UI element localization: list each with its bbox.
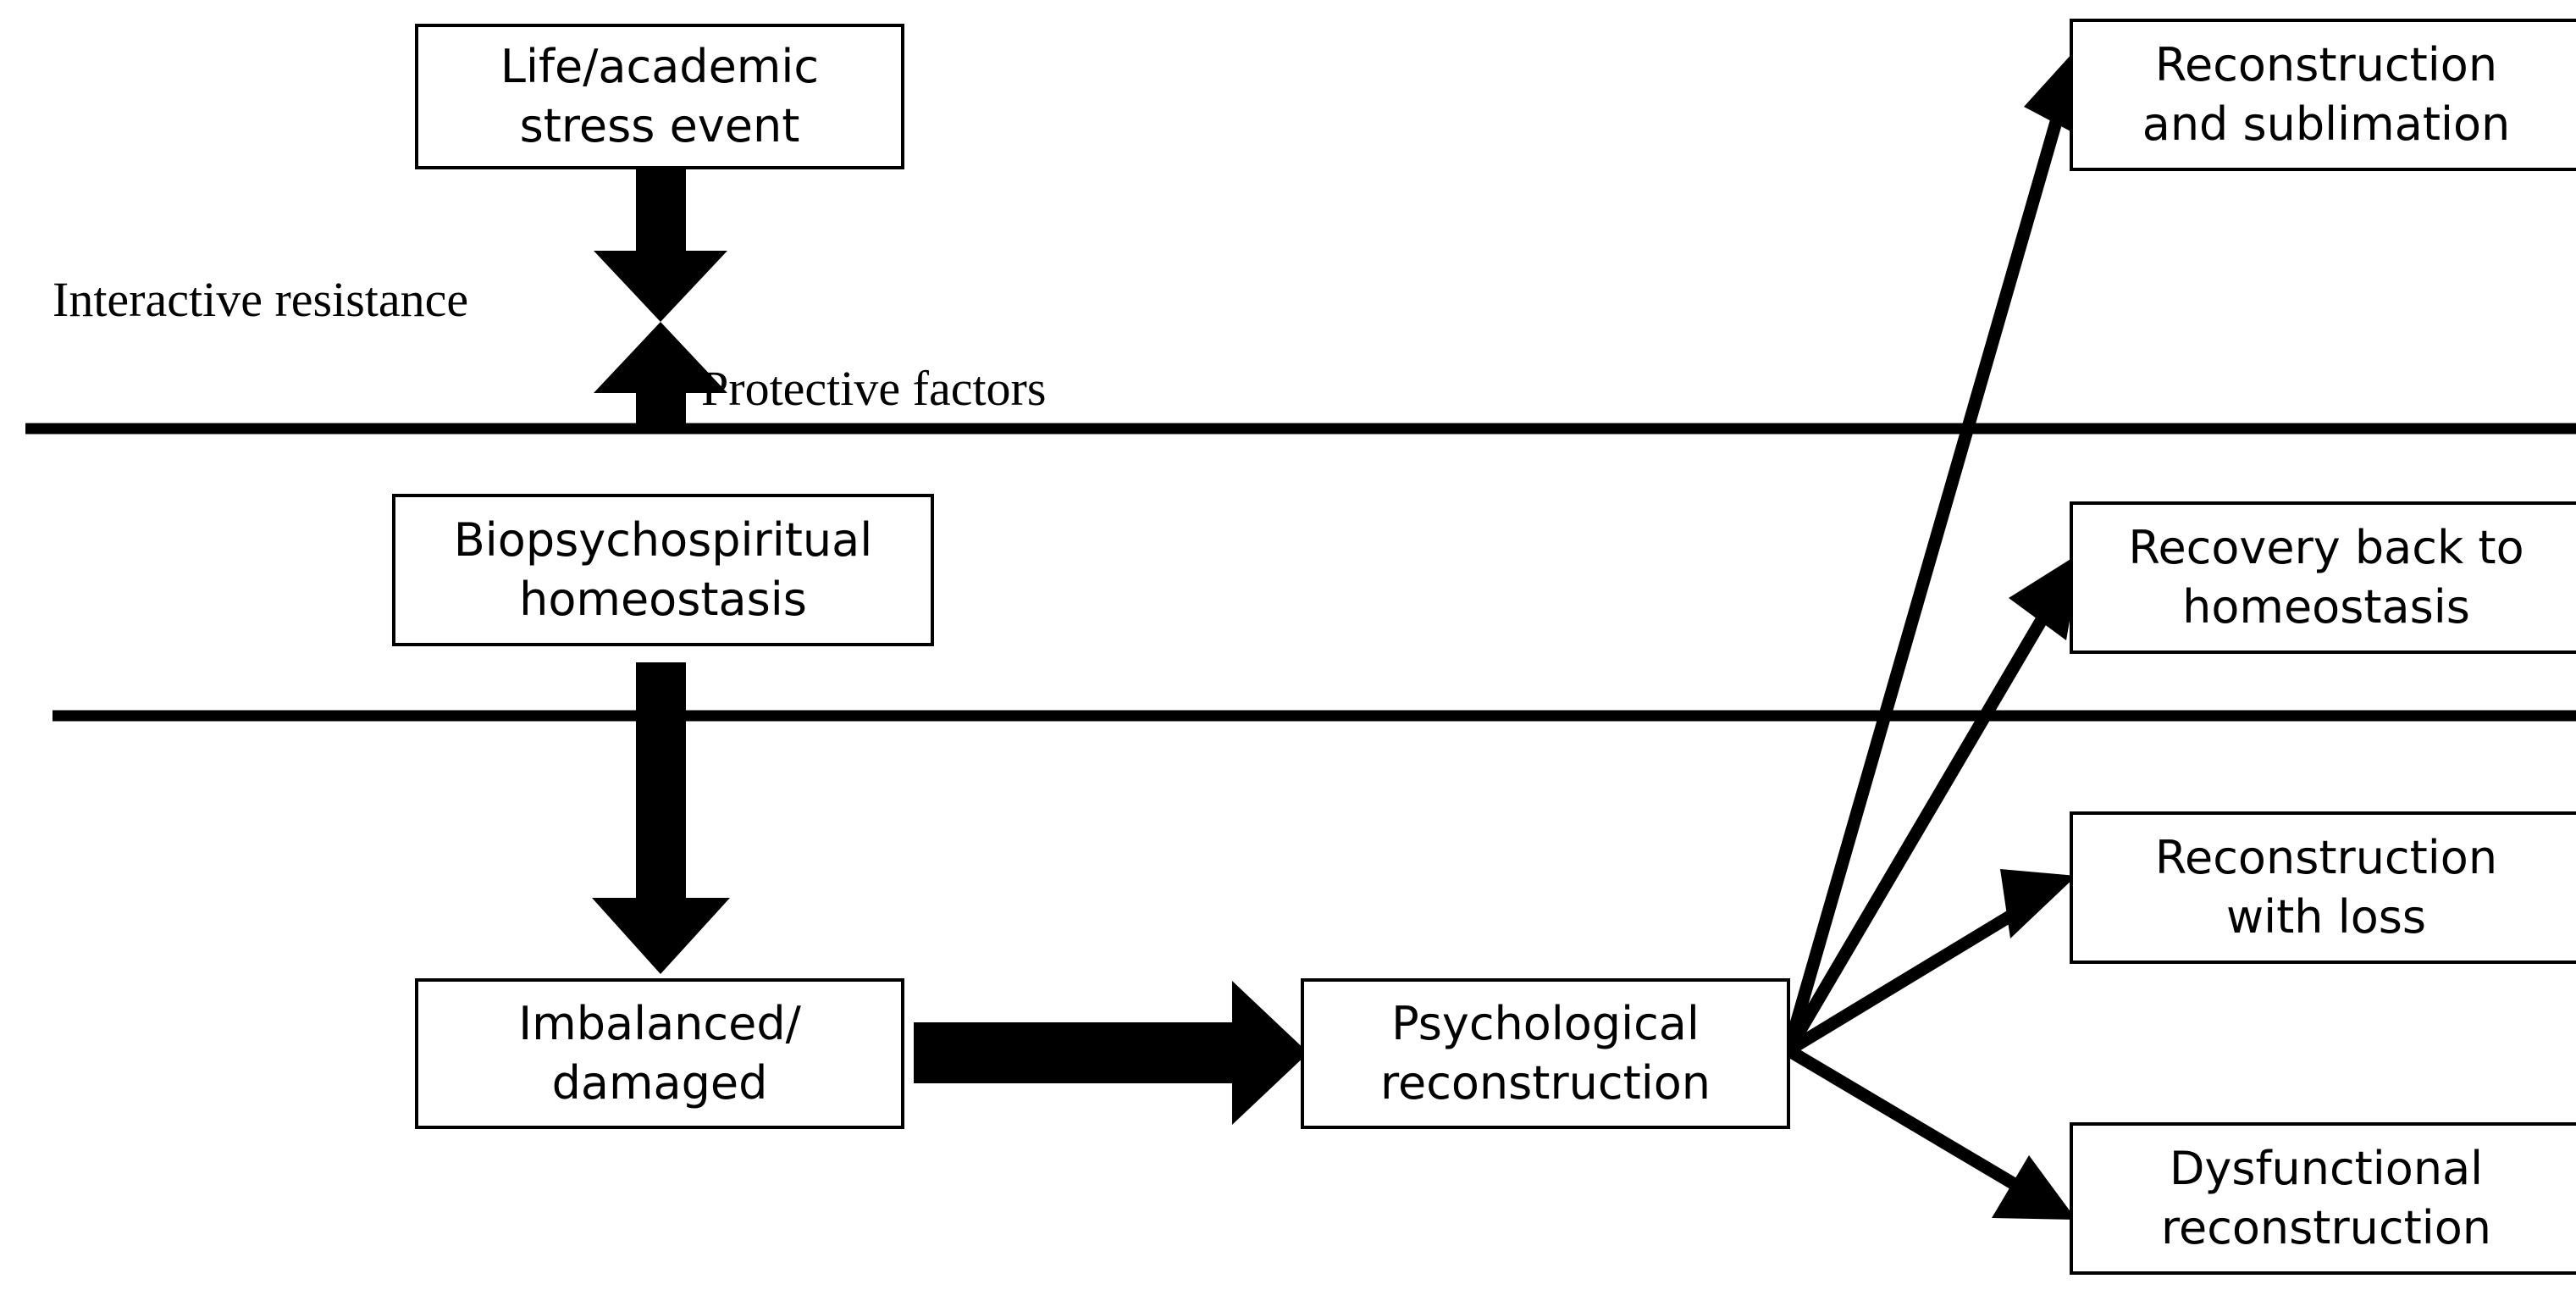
box-psychological-reconstruction[interactable]: Psychological reconstruction (1301, 978, 1790, 1129)
reconstruction-to-loss-arrow (1785, 903, 2026, 1056)
box-line-2: and sublimation (2142, 97, 2511, 151)
box-line-2: damaged (551, 1056, 768, 1110)
label-interactive-resistance: Interactive resistance (53, 272, 469, 327)
reconstruction-to-recovery-arrow (1783, 615, 2048, 1054)
box-line-1: Psychological (1391, 996, 1700, 1050)
box-line-1: Imbalanced/ (518, 996, 801, 1050)
box-line-1: Biopsychospiritual (453, 512, 873, 567)
box-line-1: Dysfunctional (2169, 1141, 2484, 1195)
reconstruction-fanout-arrows (1782, 53, 2088, 1220)
box-line-2: with loss (2225, 890, 2427, 944)
reconstruction-to-dysfunctional-arrowhead (1992, 1155, 2076, 1220)
imbalanced-to-reconstruction-arrow (914, 981, 1308, 1125)
box-line-1: Reconstruction (2154, 37, 2498, 91)
box-biopsychospiritual-homeostasis[interactable]: Biopsychospiritual homeostasis (392, 494, 934, 646)
box-line-2: homeostasis (2182, 580, 2470, 634)
box-line-1: Recovery back to (2128, 520, 2524, 574)
box-line-2: reconstruction (1379, 1056, 1711, 1110)
box-line-2: homeostasis (519, 573, 807, 626)
box-line-2: stress event (519, 99, 800, 152)
reconstruction-to-loss-arrowhead (2000, 869, 2076, 938)
stress-to-barrier-arrow (594, 169, 727, 434)
reconstruction-to-sublimation-arrow (1782, 108, 2066, 1053)
label-protective-factors: Protective factors (701, 361, 1047, 416)
box-reconstruction-with-loss[interactable]: Reconstruction with loss (2070, 811, 2576, 964)
reconstruction-to-dysfunctional-arrow (1785, 1044, 2020, 1192)
reconstruction-to-recovery-arrowhead (2009, 552, 2081, 640)
box-recovery-back-to-homeostasis[interactable]: Recovery back to homeostasis (2070, 501, 2576, 654)
box-dysfunctional-reconstruction[interactable]: Dysfunctional reconstruction (2070, 1122, 2576, 1275)
box-line-2: reconstruction (2160, 1201, 2492, 1254)
box-imbalanced-damaged[interactable]: Imbalanced/ damaged (415, 978, 904, 1129)
homeostasis-to-imbalanced-arrow (592, 662, 730, 974)
box-line-1: Life/academic (500, 39, 820, 93)
box-line-1: Reconstruction (2154, 830, 2498, 884)
box-reconstruction-and-sublimation[interactable]: Reconstruction and sublimation (2070, 19, 2576, 171)
box-life-academic-stress-event[interactable]: Life/academic stress event (415, 24, 904, 169)
